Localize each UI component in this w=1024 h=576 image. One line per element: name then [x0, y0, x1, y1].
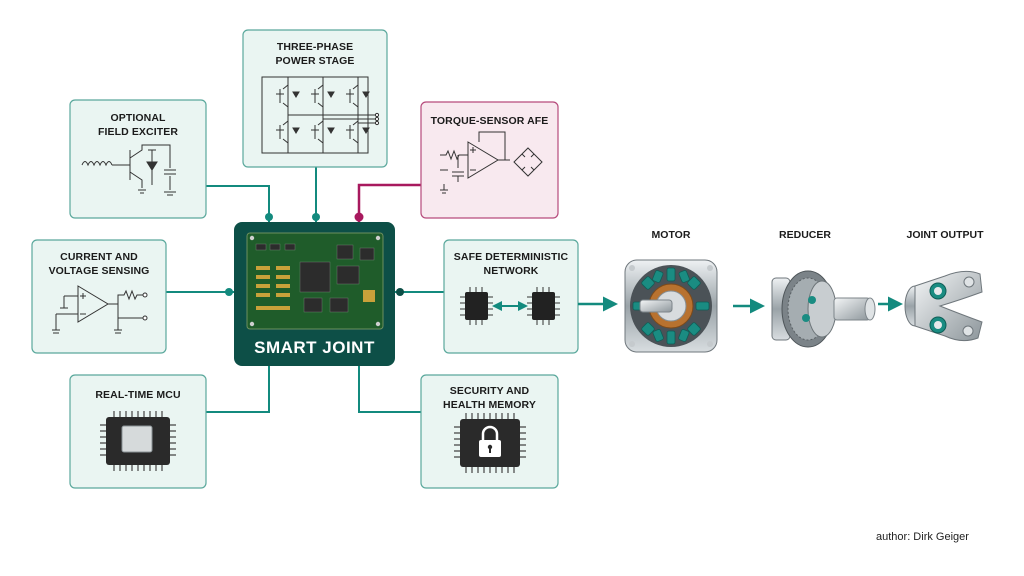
- box-network: [443, 239, 579, 354]
- title-torque-afe: TORQUE-SENSOR AFE: [421, 114, 558, 128]
- title-power-stage-line1: THREE-PHASE: [276, 41, 354, 53]
- box-torque-afe: [420, 101, 559, 219]
- title-field-exciter-line2: FIELD EXCITER: [97, 126, 179, 138]
- line-mcu: [206, 366, 270, 413]
- title-field-exciter: OPTIONAL FIELD EXCITER: [70, 111, 206, 139]
- joint-output-illustration: [904, 270, 983, 342]
- title-power-stage-line2: POWER STAGE: [275, 55, 355, 67]
- power-stage-schematic: [261, 76, 380, 154]
- field-exciter-schematic: [81, 144, 176, 196]
- network-chips: [460, 287, 560, 325]
- node-exciter: [265, 213, 273, 221]
- author-credit: author: Dirk Geiger: [876, 531, 969, 543]
- node-network: [396, 288, 404, 296]
- drivetrain-arrows: [578, 296, 903, 314]
- title-network-line1: SAFE DETERMINISTIC: [453, 251, 569, 263]
- title-torque-afe-line1: TORQUE-SENSOR AFE: [430, 115, 549, 127]
- box-field-exciter: [69, 99, 207, 219]
- smart-joint-label: SMART JOINT: [254, 338, 375, 357]
- security-chip: [454, 413, 526, 473]
- reducer-illustration: [771, 270, 876, 348]
- title-network: SAFE DETERMINISTIC NETWORK: [444, 250, 578, 278]
- joint-output-label: JOINT OUTPUT: [906, 229, 984, 241]
- title-current-sensing: CURRENT AND VOLTAGE SENSING: [32, 250, 166, 278]
- title-current-sensing-line1: CURRENT AND: [60, 251, 138, 263]
- torque-afe-schematic: [440, 131, 543, 194]
- mcu-chip: [100, 411, 176, 471]
- motor-label: MOTOR: [651, 229, 691, 241]
- box-current-sensing: [31, 239, 167, 354]
- title-security: SECURITY AND HEALTH MEMORY: [421, 384, 558, 412]
- line-field-exciter: [206, 185, 270, 222]
- smart-joint-block: [234, 222, 395, 366]
- title-current-sensing-line2: VOLTAGE SENSING: [48, 265, 150, 277]
- node-torque: [354, 212, 364, 222]
- motor-illustration: [624, 259, 718, 353]
- title-mcu-line1: REAL-TIME MCU: [95, 389, 181, 401]
- title-power-stage: THREE-PHASE POWER STAGE: [243, 40, 387, 68]
- node-power: [312, 213, 320, 221]
- line-torque-afe: [357, 183, 421, 222]
- title-mcu: REAL-TIME MCU: [70, 388, 206, 402]
- node-sensing: [225, 288, 233, 296]
- reducer-label: REDUCER: [779, 229, 831, 241]
- title-security-line2: HEALTH MEMORY: [443, 399, 536, 411]
- title-field-exciter-line1: OPTIONAL: [110, 112, 166, 124]
- line-security: [358, 366, 421, 413]
- box-frames: [31, 29, 579, 489]
- title-network-line2: NETWORK: [483, 265, 539, 277]
- title-security-line1: SECURITY AND: [449, 385, 530, 397]
- current-sensing-schematic: [52, 285, 148, 334]
